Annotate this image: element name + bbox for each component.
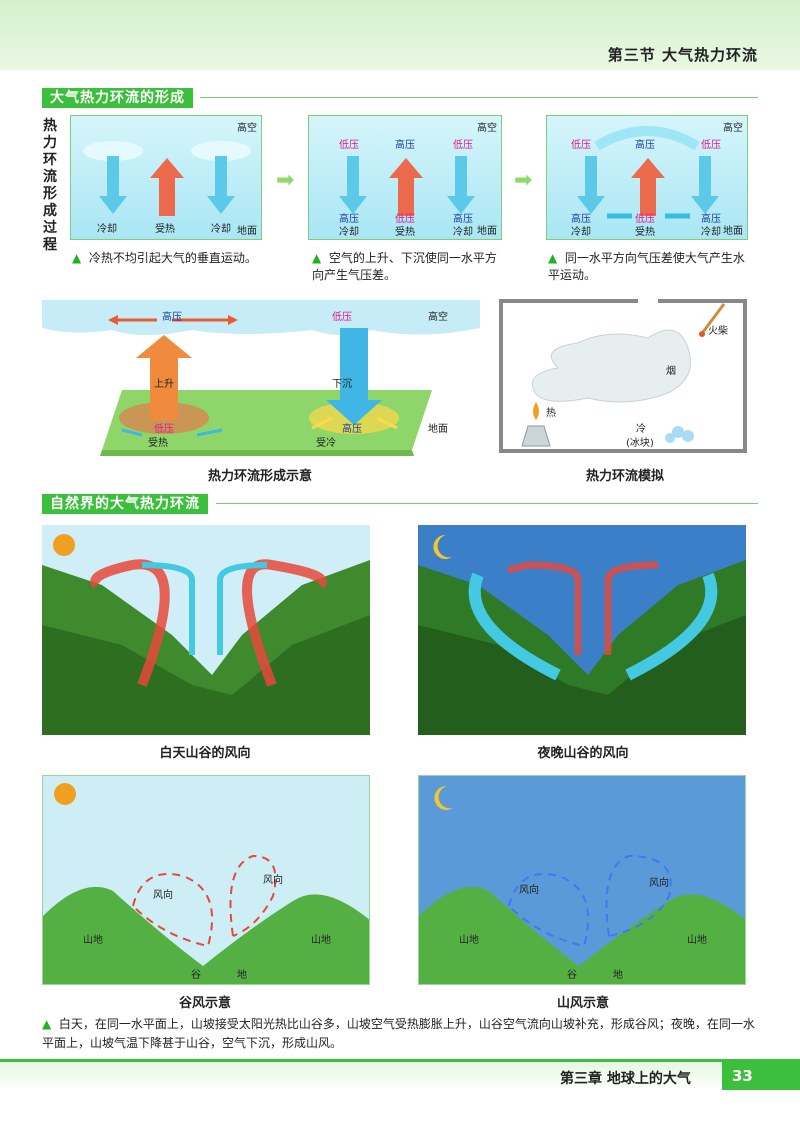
valley-label: 地	[237, 970, 247, 981]
high-sky-label: 高空	[428, 312, 448, 323]
figure-caption: 白天山谷的风向	[159, 746, 251, 761]
high-pressure-label: 高压	[342, 424, 362, 435]
cold-label: 冷	[636, 424, 646, 435]
slope-label: 山地	[311, 935, 331, 946]
figure-caption: 山风示意	[556, 996, 609, 1011]
ground-label: 地面	[723, 226, 743, 237]
section-heading: 大气热力环流的形成	[42, 88, 193, 108]
caption-panel-1: ▲ 冷热不均引起大气的垂直运动。	[72, 251, 257, 265]
footer-band	[0, 1062, 800, 1090]
high-pressure-label: 高压	[701, 214, 721, 225]
high-pressure-label: 高压	[395, 140, 415, 151]
ground-label: 地面	[428, 424, 448, 435]
section-title: 第三节 大气热力环流	[607, 46, 758, 64]
daytime-valley-photo	[42, 525, 370, 735]
valley-label: 谷	[567, 970, 577, 981]
page-number: 33	[722, 1062, 800, 1090]
header-band	[0, 0, 800, 70]
slope-label: 山地	[459, 935, 479, 946]
cool-label: 冷却	[97, 224, 117, 235]
wind-direction-label: 风向	[153, 890, 173, 901]
process-panel-3: 高空 地面 低压 高压 低压 高压 低压 高压 冷却 受热 冷却	[546, 115, 748, 240]
next-arrow-icon: ➡	[514, 168, 533, 193]
section-divider	[200, 97, 758, 98]
next-arrow-icon: ➡	[276, 168, 295, 193]
model-illustration	[499, 299, 747, 453]
valley-wind-diagram: 风向 风向 山地 山地 谷 地	[42, 775, 370, 985]
ice-label: (冰块)	[626, 438, 654, 449]
nighttime-valley-illustration	[418, 525, 746, 735]
heat-label: 受热	[635, 227, 655, 238]
heat-label: 热	[546, 408, 556, 419]
low-pressure-label: 低压	[701, 140, 721, 151]
note-triangle-icon: ▲	[42, 1017, 52, 1031]
cool-label: 冷却	[453, 227, 473, 238]
vertical-motion-arrows	[83, 141, 251, 216]
chapter-title: 第三章 地球上的大气	[560, 1071, 691, 1087]
figure-caption: 热力环流形成示意	[207, 469, 312, 484]
low-pressure-label: 低压	[339, 140, 359, 151]
high-pressure-label: 高压	[571, 214, 591, 225]
high-pressure-label: 高压	[162, 312, 182, 323]
high-sky-label: 高空	[237, 123, 257, 134]
high-pressure-label: 高压	[635, 140, 655, 151]
wind-direction-label: 风向	[263, 875, 283, 886]
pressure-difference-arrows	[339, 156, 475, 216]
high-sky-label: 高空	[723, 123, 743, 134]
footer-divider	[0, 1059, 800, 1062]
low-pressure-label: 低压	[332, 312, 352, 323]
valley-label: 地	[613, 970, 623, 981]
valley-label: 谷	[191, 970, 201, 981]
explanation-note: ▲ 白天，在同一水平面上，山坡接受太阳光热比山谷多，山坡空气受热膨胀上升，山谷空…	[42, 1017, 755, 1050]
mountain-wind-diagram: 风向 风向 山地 山地 谷 地	[418, 775, 746, 985]
process-panel-1: 高空 地面 冷却 受热 冷却	[70, 115, 262, 240]
sink-label: 下沉	[332, 379, 352, 390]
process-vertical-label: 热 力 环 流 形 成 过 程	[43, 118, 57, 253]
low-pressure-label: 低压	[453, 140, 473, 151]
high-sky-label: 高空	[477, 123, 497, 134]
cool-label: 冷却	[211, 224, 231, 235]
daytime-valley-illustration	[42, 525, 370, 735]
low-pressure-label: 低压	[154, 424, 174, 435]
cool-label: 冷却	[701, 227, 721, 238]
cool-label: 受冷	[316, 438, 336, 449]
slope-label: 山地	[687, 935, 707, 946]
section-divider	[216, 503, 758, 504]
section-heading: 自然界的大气热力环流	[42, 494, 208, 514]
wind-direction-label: 风向	[519, 885, 539, 896]
high-pressure-label: 高压	[453, 214, 473, 225]
horizontal-motion-arrows	[577, 126, 719, 219]
smoke-label: 烟	[666, 366, 676, 377]
cool-label: 冷却	[339, 227, 359, 238]
circulation-illustration	[42, 300, 480, 456]
low-pressure-label: 低压	[571, 140, 591, 151]
slope-label: 山地	[83, 935, 103, 946]
heat-label: 受热	[395, 227, 415, 238]
circulation-diagram: 高压 低压 高空 上升 下沉 低压 高压 受热 受冷 地面	[42, 300, 480, 460]
wind-direction-label: 风向	[649, 878, 669, 889]
heat-label: 受热	[155, 224, 175, 235]
mountain-wind-illustration	[419, 776, 745, 984]
circulation-model: 火柴 烟 热 冷 (冰块)	[498, 298, 748, 454]
figure-caption: 谷风示意	[178, 996, 231, 1011]
valley-wind-illustration	[43, 776, 369, 984]
caption-panel-2: ▲ 空气的上升、下沉使同一水平方向产生气压差。	[312, 251, 497, 282]
process-panel-2: 高空 地面 低压 高压 低压 高压 低压 高压 冷却 受热 冷却	[308, 115, 502, 240]
match-label: 火柴	[708, 326, 728, 337]
high-pressure-label: 高压	[339, 214, 359, 225]
low-pressure-label: 低压	[635, 214, 655, 225]
ground-label: 地面	[477, 226, 497, 237]
cool-label: 冷却	[571, 227, 591, 238]
ground-label: 地面	[237, 226, 257, 237]
nighttime-valley-photo	[418, 525, 746, 735]
figure-caption: 热力环流模拟	[585, 469, 664, 484]
figure-caption: 夜晚山谷的风向	[537, 746, 629, 761]
rise-label: 上升	[154, 379, 174, 390]
low-pressure-label: 低压	[395, 214, 415, 225]
heat-label: 受热	[148, 438, 168, 449]
caption-panel-3: ▲ 同一水平方向气压差使大气产生水平运动。	[548, 251, 745, 282]
